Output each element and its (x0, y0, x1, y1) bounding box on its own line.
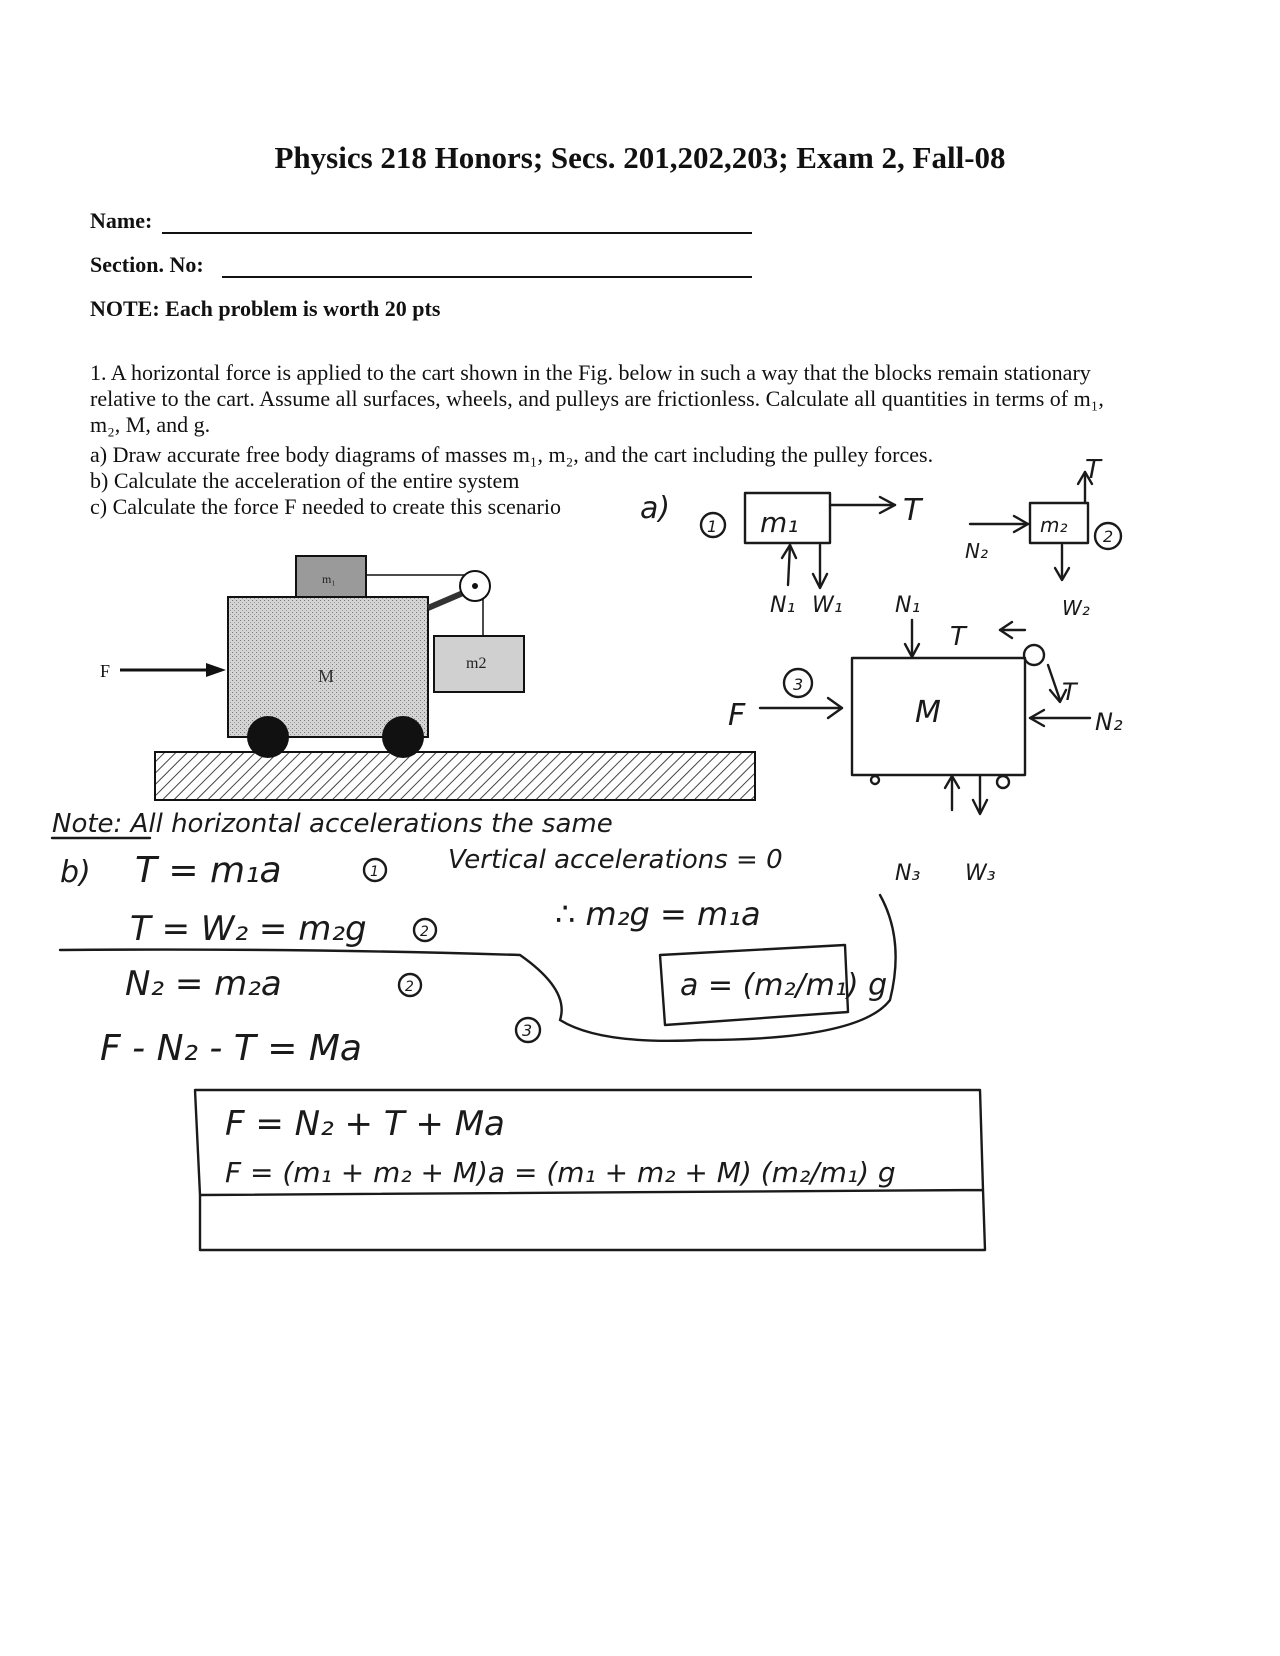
force-label: F (100, 661, 110, 681)
fbd1-box (743, 491, 832, 545)
hw-eq2: T = W₂ = m₂g (130, 909, 367, 949)
hw-fbd3-n1: N₁ (895, 593, 920, 618)
hw-fbd1-n: N₁ (770, 593, 795, 618)
hw-fbd1-num: 1 (707, 517, 717, 536)
hw-final-answer: F = (m₁ + m₂ + M)a = (m₁ + m₂ + M) (m₂/m… (225, 1156, 896, 1189)
hw-eq4-num: 3 (522, 1021, 532, 1040)
hw-note-line2: Vertical accelerations = 0 (448, 845, 783, 875)
block2-label: m2 (466, 655, 486, 672)
hw-accel-result: a = (m₂/m₁) g (680, 968, 887, 1003)
hw-fbd2-t: T (1085, 455, 1103, 485)
problem-part-b: b) Calculate the acceleration of the ent… (90, 468, 520, 493)
page-title: Physics 218 Honors; Secs. 201,202,203; E… (274, 140, 1006, 175)
problem-intro: 1. A horizontal force is applied to the … (90, 360, 1104, 437)
problem-part-c: c) Calculate the force F needed to creat… (90, 494, 561, 519)
hw-fbd2-w: W₂ (1062, 596, 1090, 620)
cart-figure: F M m₁ m2 (100, 555, 756, 801)
ground (154, 751, 756, 801)
fbd3-box (850, 656, 1027, 777)
hw-therefore: ∴ m₂g = m₁a (555, 895, 761, 933)
section-field[interactable] (222, 276, 752, 278)
section-label: Section. No: (90, 252, 204, 277)
hw-fbd3-num: 3 (793, 675, 803, 694)
hw-fbd3-t2: T (1062, 678, 1079, 706)
name-label: Name: (90, 208, 153, 233)
cart-label: M (318, 666, 334, 686)
hw-b-tag: b) (60, 855, 91, 890)
hw-fbd1-t: T (903, 493, 924, 528)
hw-eq3: N₂ = m₂a (125, 964, 282, 1004)
block1-label: m₁ (322, 572, 336, 586)
wheel-right (382, 716, 424, 758)
block-m2 (433, 635, 525, 693)
hw-fbd2-mass: m₂ (1040, 513, 1068, 537)
wheel-left (247, 716, 289, 758)
hw-fbd3-n3: N₃ (895, 861, 920, 886)
name-field[interactable] (162, 232, 752, 234)
problem-part-a: a) Draw accurate free body diagrams of m… (90, 442, 934, 467)
note-text: NOTE: Each problem is worth 20 pts (90, 296, 441, 321)
hw-note-line1: Note: All horizontal accelerations the s… (52, 809, 613, 839)
hw-eq3-num: 2 (405, 979, 414, 995)
hw-fbd3-n2: N₂ (1095, 708, 1123, 736)
hw-eq1: T = m₁a (135, 850, 282, 891)
hw-part-a-tag: a) (640, 491, 670, 526)
hw-fbd2-n: N₂ (965, 539, 988, 563)
hw-fbd3-f: F (728, 698, 746, 733)
hw-fbd3-mass: M (915, 695, 941, 730)
free-body-diagrams (50, 470, 1123, 1252)
cart-body (227, 596, 429, 738)
block-m1 (295, 555, 367, 598)
fbd2-box (1028, 501, 1090, 545)
hw-eq4: F - N₂ - T = Ma (100, 1028, 362, 1069)
hw-eq1-num: 1 (370, 864, 379, 880)
hw-fbd3-w3: W₃ (965, 861, 996, 886)
hw-fbd1-w: W₁ (812, 593, 843, 618)
hw-fbd1-mass: m₁ (760, 506, 799, 539)
hw-fbd2-num: 2 (1103, 527, 1113, 546)
hw-fbd3-t1: T (950, 622, 968, 652)
hw-eq2-num: 2 (420, 924, 429, 940)
hw-eq5: F = N₂ + T + Ma (225, 1104, 505, 1144)
